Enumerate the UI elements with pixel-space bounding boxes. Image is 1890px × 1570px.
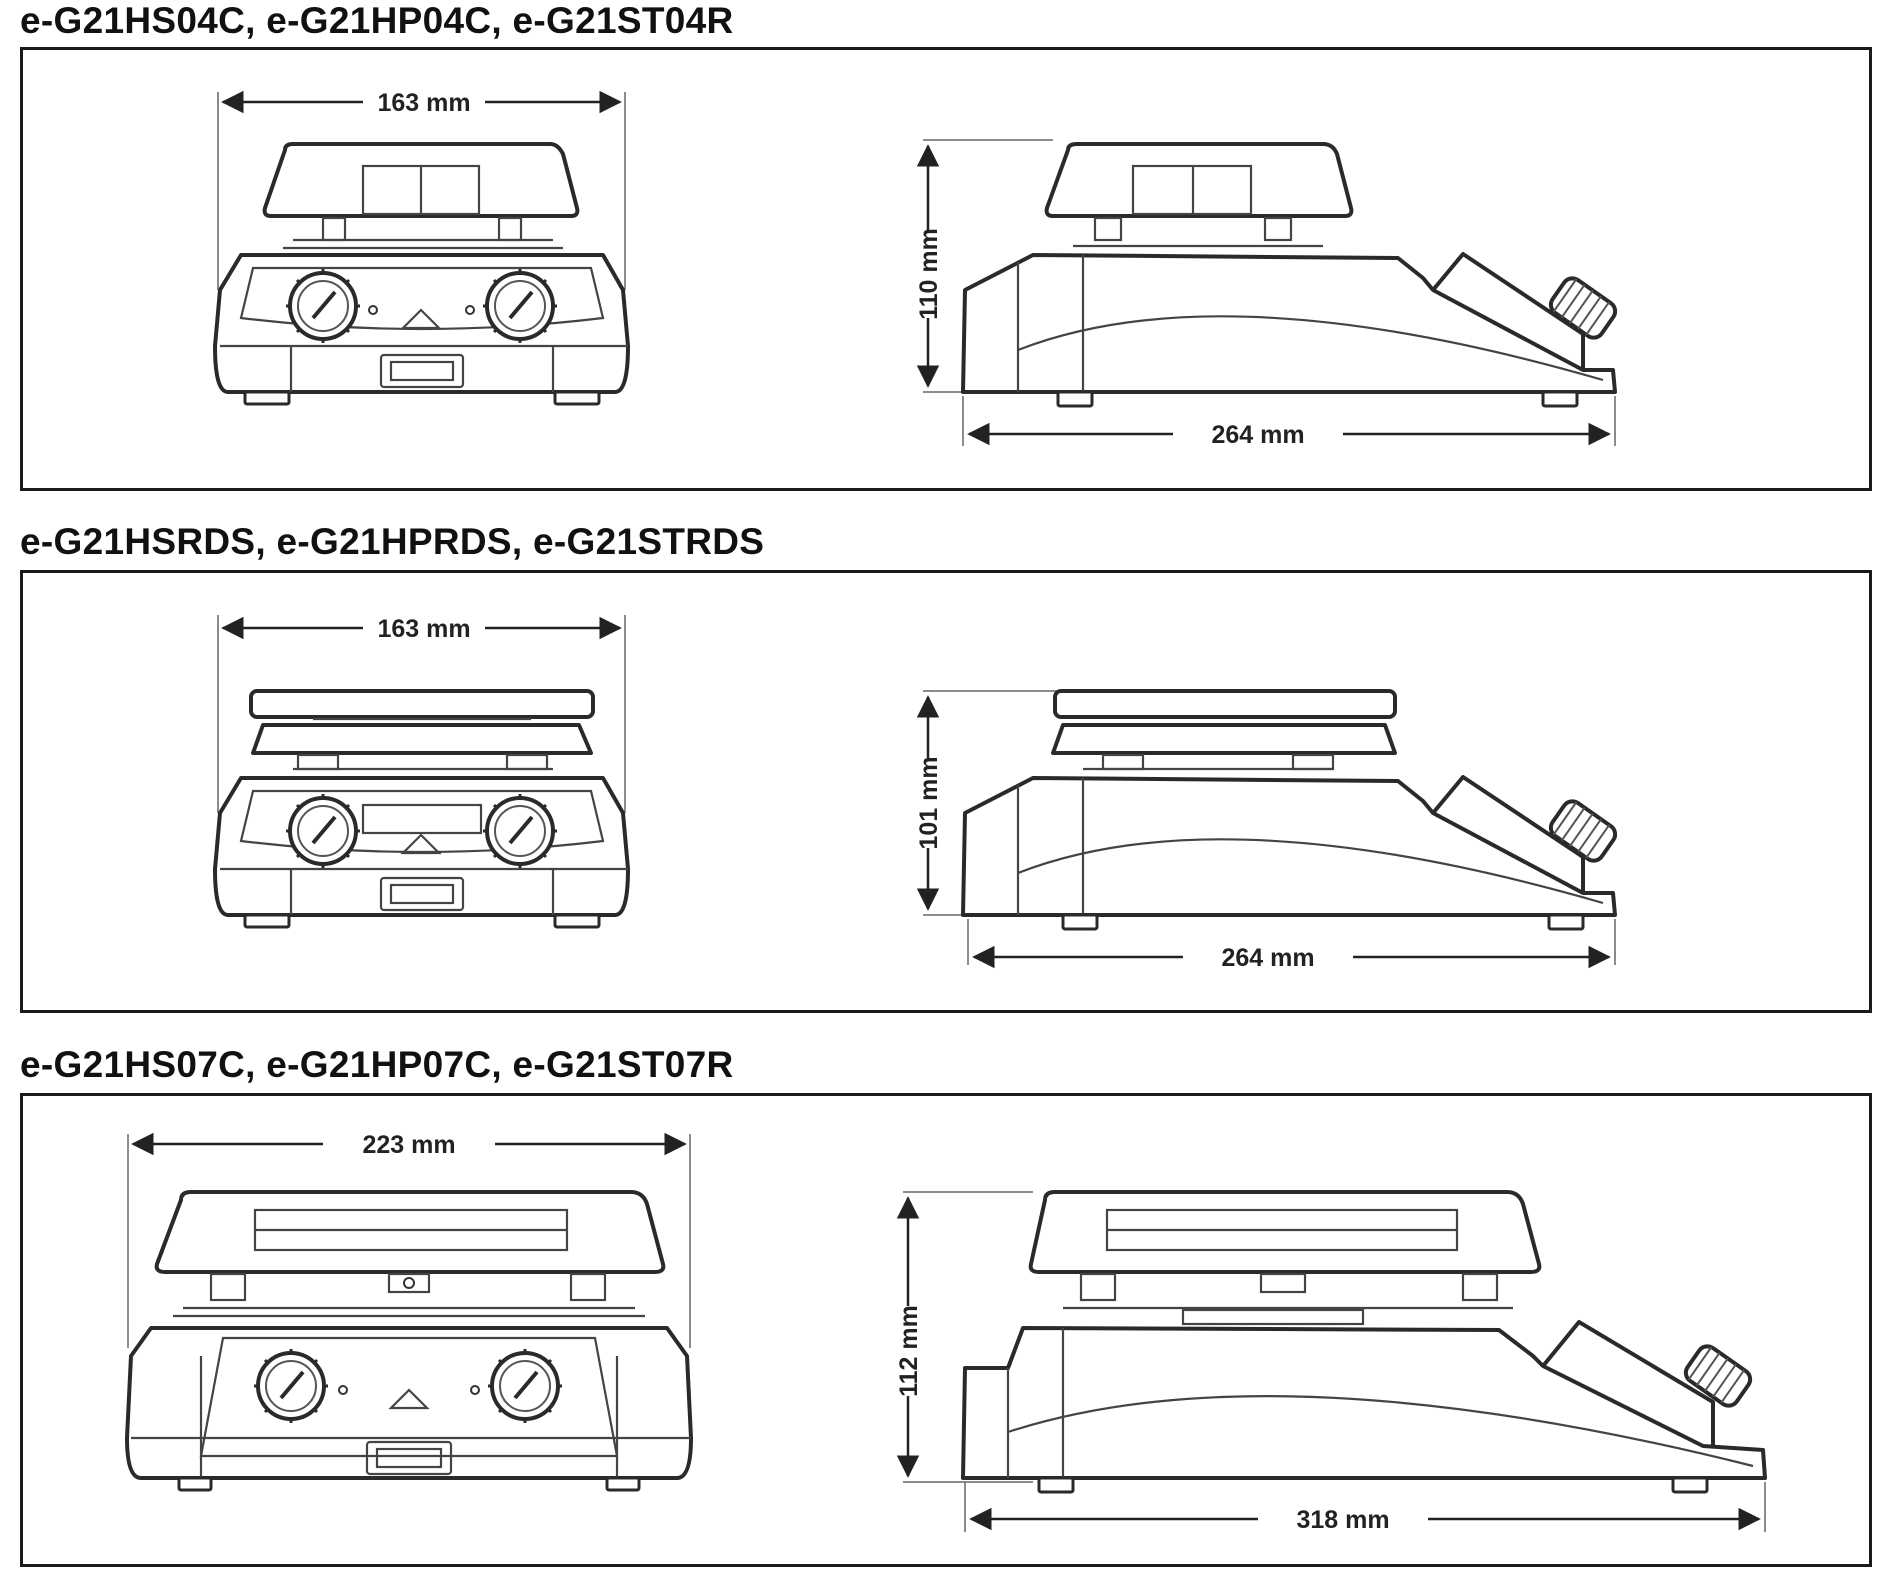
side-height-label: 112 mm — [895, 1305, 923, 1397]
side-knob-icon — [1544, 272, 1622, 344]
section-3-heading: e-G21HS07C, e-G21HP07C, e-G21ST07R — [20, 1044, 734, 1085]
side-knob-icon — [1544, 795, 1622, 867]
section-3-panel: 223 mm — [20, 1093, 1872, 1567]
front-view-drawing: 163 mm — [213, 89, 630, 406]
section-2-heading: e-G21HSRDS, e-G21HPRDS, e-G21STRDS — [20, 521, 765, 562]
front-view-drawing: 223 mm — [125, 1131, 693, 1492]
side-view-drawing: 112 mm 318 mm — [895, 1190, 1767, 1534]
side-depth-label: 264 mm — [1221, 944, 1314, 972]
side-depth-label: 318 mm — [1296, 1506, 1389, 1534]
section-1-heading: e-G21HS04C, e-G21HP04C, e-G21ST04R — [20, 0, 734, 41]
side-height-label: 110 mm — [915, 228, 943, 320]
side-view-drawing: 110 mm 264 mm — [915, 139, 1622, 449]
left-knob-icon — [284, 267, 362, 345]
side-depth-label: 264 mm — [1211, 421, 1304, 449]
front-width-label: 163 mm — [377, 615, 470, 643]
front-width-label: 163 mm — [377, 89, 470, 117]
side-view-drawing: 101 mm 264 mm — [915, 689, 1622, 972]
section-2-panel: 163 mm 101 — [20, 570, 1872, 1013]
front-width-label: 223 mm — [362, 1131, 455, 1159]
side-height-label: 101 mm — [915, 756, 943, 849]
side-knob-icon — [1679, 1340, 1757, 1412]
left-knob-icon — [252, 1347, 330, 1425]
front-view-drawing: 163 mm — [213, 615, 630, 929]
right-knob-icon — [481, 267, 559, 345]
section-1-panel: 163 mm — [20, 47, 1872, 491]
right-knob-icon — [486, 1347, 564, 1425]
left-knob-icon — [284, 792, 362, 870]
right-knob-icon — [481, 792, 559, 870]
